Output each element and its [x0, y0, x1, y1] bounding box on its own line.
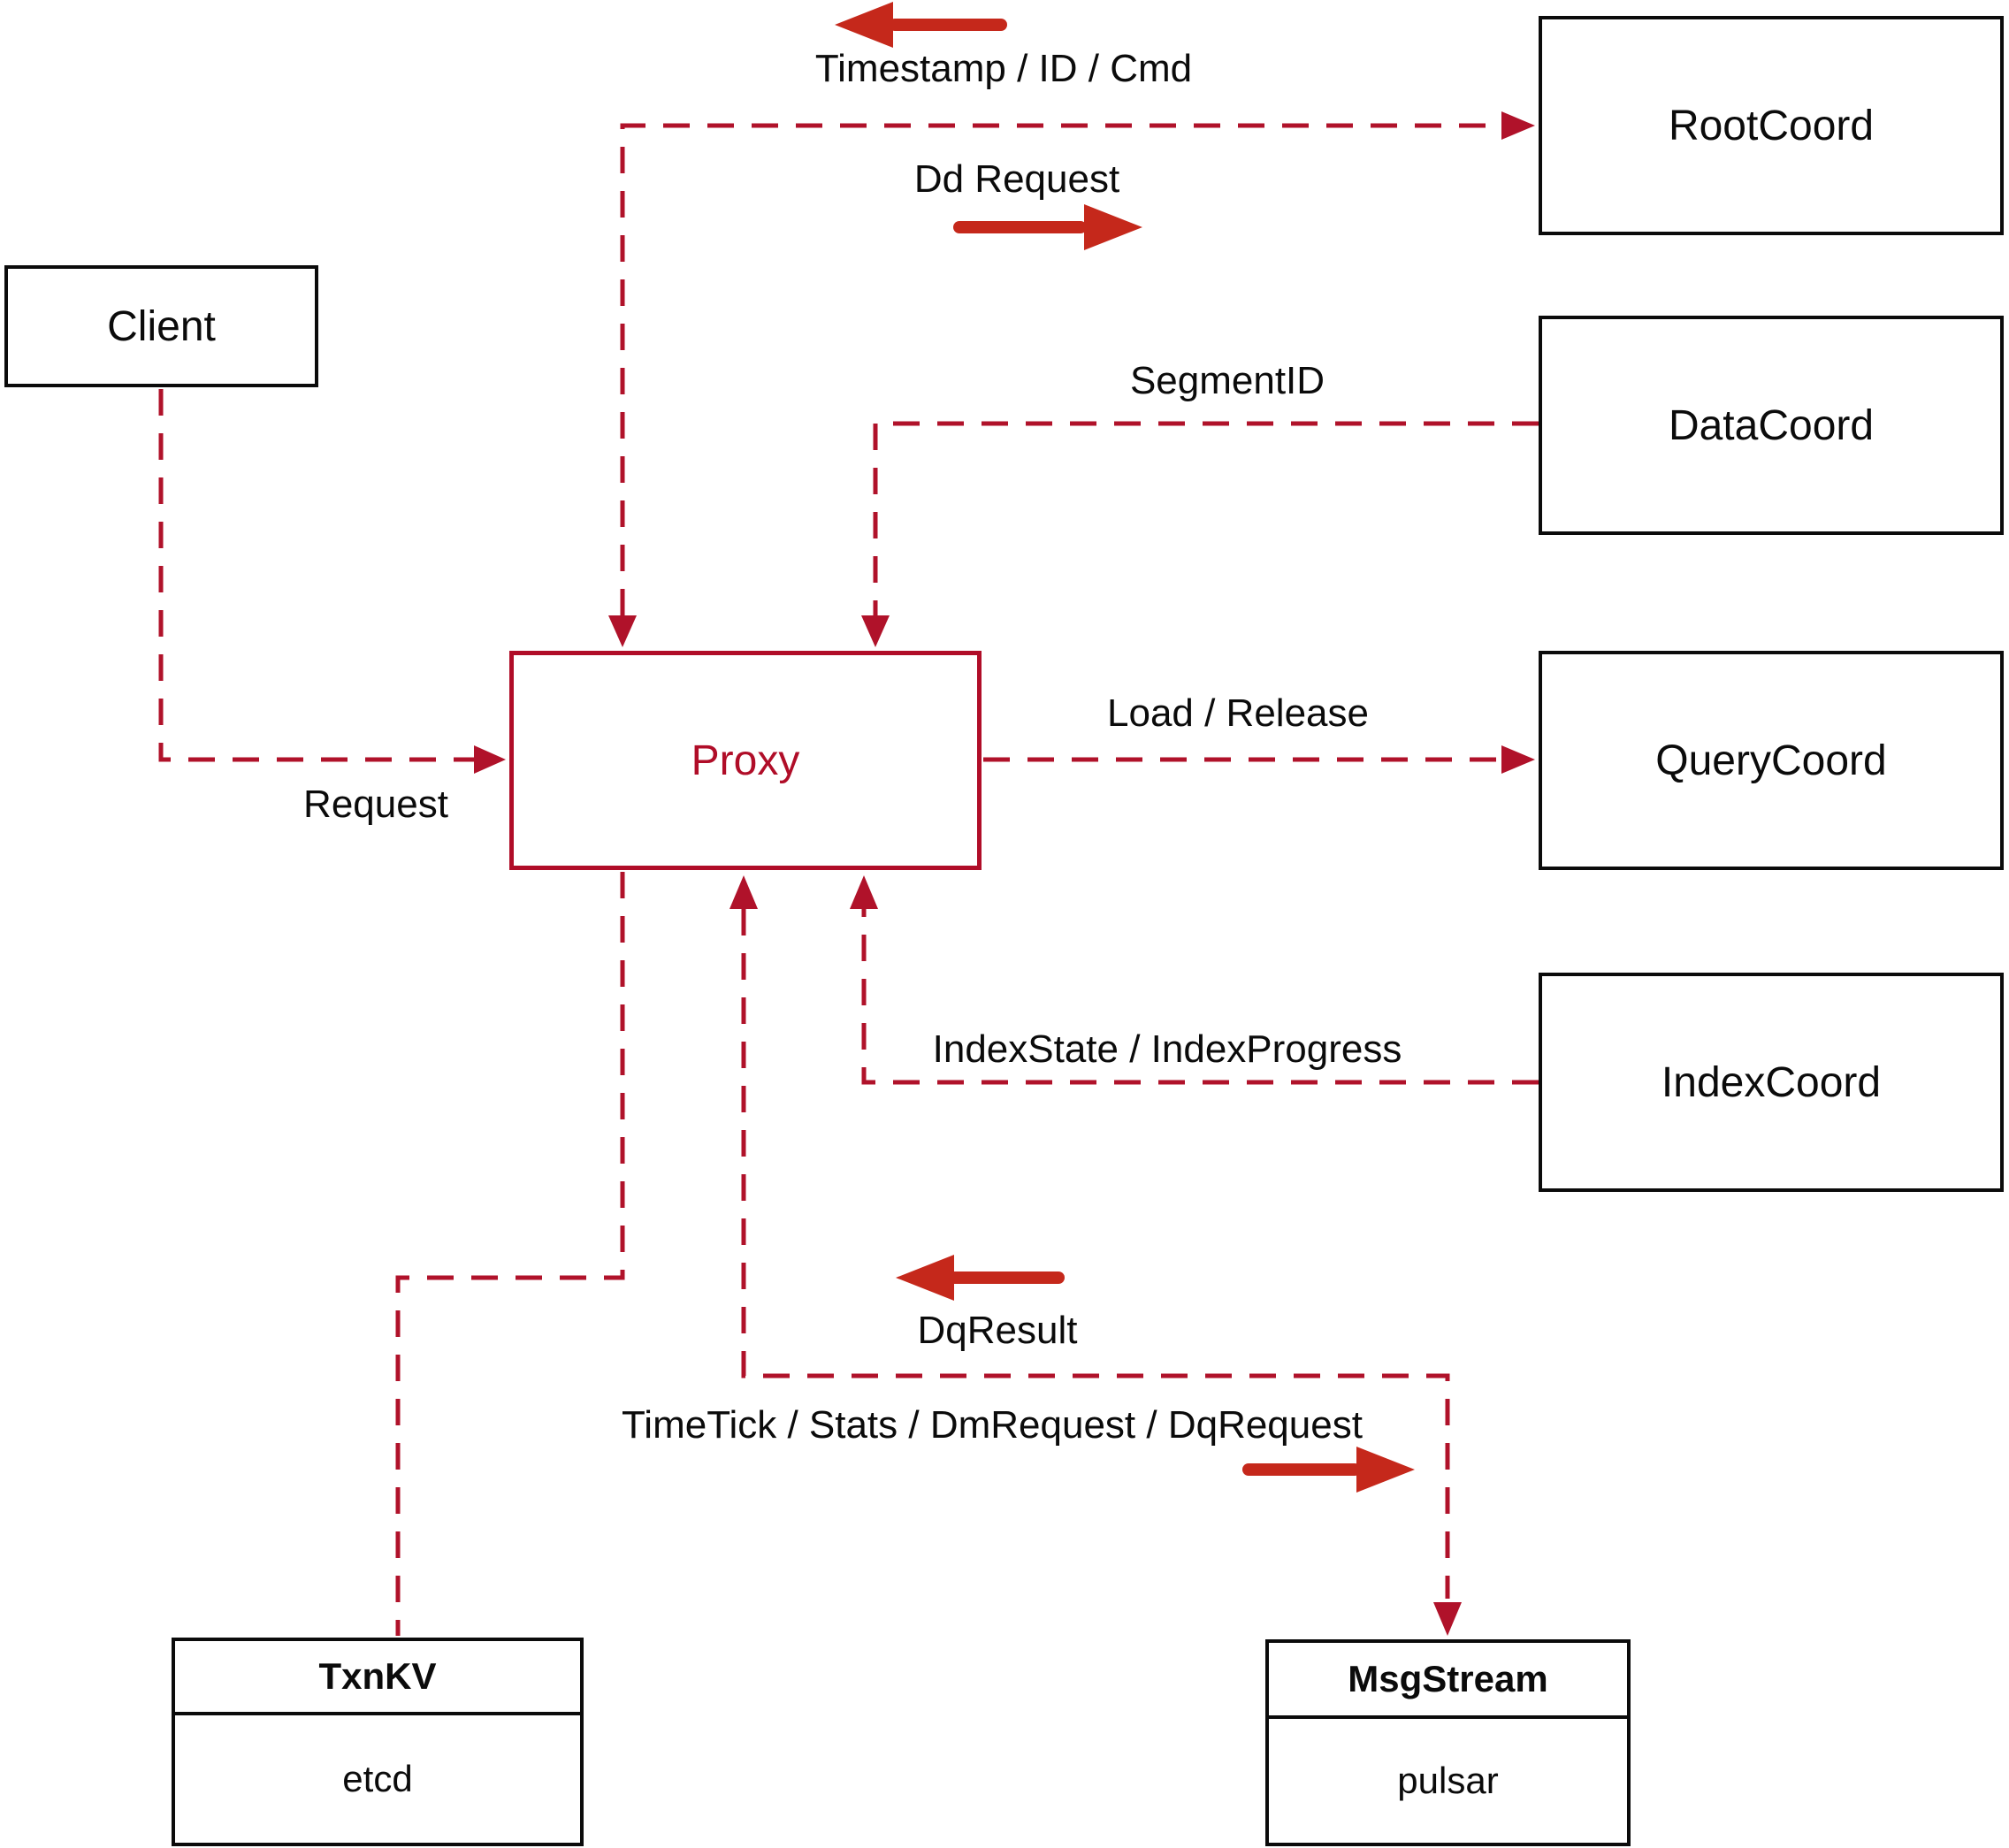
flow-arrow-left-dqresult-head [896, 1255, 954, 1301]
edge-label-dqresult: DqResult [917, 1309, 1078, 1352]
arrowhead-into-rootcoord [1501, 111, 1535, 140]
msgstream-sub-pulsar: pulsar [1397, 1760, 1499, 1801]
txnkv-sub-etcd: etcd [342, 1758, 413, 1799]
arrowhead-into-proxy-bottom-right [850, 875, 878, 909]
edge-label-request: Request [303, 783, 448, 826]
proxy-node: Proxy [509, 651, 982, 870]
client-label: Client [107, 302, 216, 350]
datacoord-node: DataCoord [1539, 316, 2004, 535]
indexcoord-label: IndexCoord [1661, 1058, 1882, 1106]
edge-proxy-rootcoord-line [620, 123, 1500, 615]
edge-indexcoord-proxy-line [861, 909, 1539, 1085]
arrowhead-into-proxy-top-right [861, 615, 890, 647]
querycoord-node: QueryCoord [1539, 651, 2004, 870]
arrowhead-into-msgstream [1433, 1602, 1462, 1636]
arrowhead-into-proxy-left [474, 745, 506, 774]
txnkv-node: TxnKV etcd [172, 1638, 584, 1846]
arrowhead-into-proxy-top-left [608, 615, 637, 647]
rootcoord-node: RootCoord [1539, 16, 2004, 235]
edge-label-segmentid: SegmentID [1129, 359, 1325, 402]
edge-label-indexstate-indexprogress: IndexState / IndexProgress [932, 1027, 1402, 1071]
querycoord-label: QueryCoord [1655, 737, 1887, 784]
msgstream-node: MsgStream pulsar [1265, 1639, 1631, 1846]
edge-label-dd-request: Dd Request [913, 157, 1120, 201]
rootcoord-label: RootCoord [1668, 102, 1875, 149]
flow-arrow-left-timestamp-head [835, 2, 893, 48]
edge-proxy-msgstream-line [741, 909, 1450, 1599]
datacoord-label: DataCoord [1668, 401, 1875, 449]
edge-client-proxy-line [158, 389, 474, 762]
edge-proxy-txnkv-line [395, 872, 625, 1636]
flow-arrow-right-ddrequest-head [1084, 204, 1142, 250]
txnkv-title: TxnKV [175, 1641, 580, 1715]
edge-label-timetick-stats-dmrequest-dqrequest: TimeTick / Stats / DmRequest / DqRequest [622, 1403, 1363, 1447]
indexcoord-node: IndexCoord [1539, 973, 2004, 1192]
edge-label-load-release: Load / Release [1107, 691, 1369, 735]
edge-datacoord-proxy-line [873, 421, 1539, 615]
flow-arrow-right-timetick-head [1356, 1447, 1415, 1493]
arrowhead-into-querycoord [1501, 745, 1535, 774]
client-node: Client [4, 265, 318, 387]
arrowhead-into-proxy-bottom-mid [730, 875, 758, 909]
proxy-label: Proxy [691, 737, 800, 784]
edge-label-timestamp-id-cmd: Timestamp / ID / Cmd [814, 47, 1193, 90]
msgstream-title: MsgStream [1269, 1643, 1627, 1719]
